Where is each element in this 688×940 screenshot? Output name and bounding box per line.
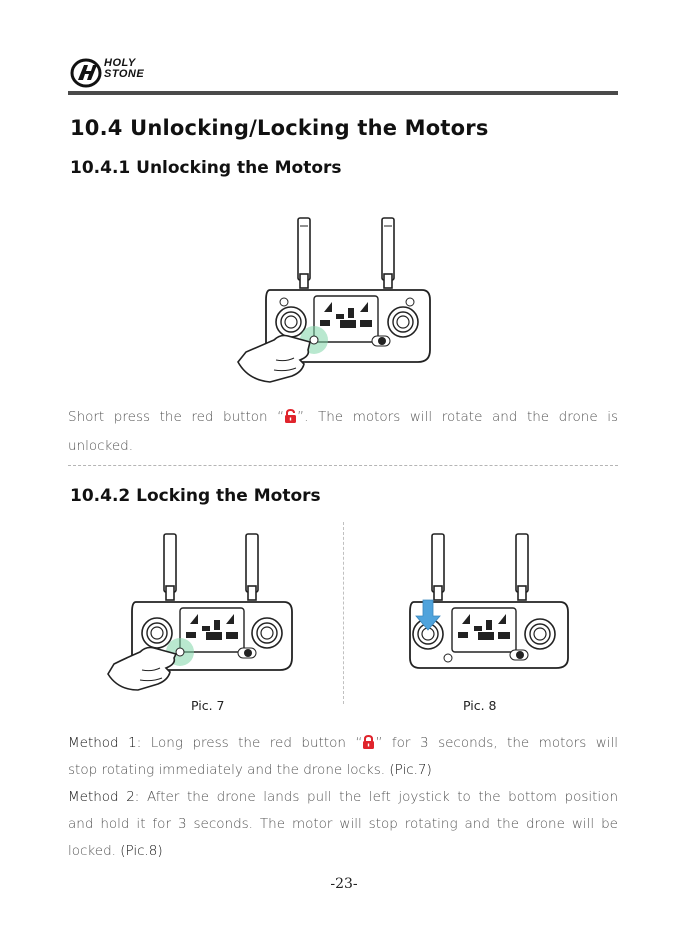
down-arrow-icon [415, 599, 441, 631]
holy-stone-logo-icon [70, 58, 102, 88]
section-heading-unlocking: 10.4.1 Unlocking the Motors [70, 158, 342, 178]
caption-pic8: Pic. 8 [463, 698, 497, 713]
header-rule [68, 91, 618, 95]
caption-pic7: Pic. 7 [191, 698, 225, 713]
controller-unlock-illustration [237, 217, 431, 383]
controller-pic8-illustration [409, 533, 569, 669]
logo-wordmark: HOLY STONE [104, 57, 145, 80]
section-heading-locking: 10.4.2 Locking the Motors [70, 486, 321, 506]
page-title: 10.4 Unlocking/Locking the Motors [70, 116, 489, 140]
lock-methods: Method 1: Long press the red button “” f… [68, 735, 619, 859]
method1-reference: (Pic.7) [389, 762, 432, 778]
figure-separator [343, 522, 344, 704]
red-lock-icon [363, 735, 375, 749]
page-number: -23- [330, 876, 358, 892]
unlock-instruction: Short press the red button “”. The motor… [68, 409, 618, 454]
method2-label: Method 2: [68, 789, 140, 805]
section-divider [68, 465, 618, 466]
method2-reference: (Pic.8) [120, 843, 163, 859]
controller-pic7-illustration [107, 533, 293, 691]
method1-label: Method 1: [68, 735, 142, 751]
red-unlock-icon [285, 409, 297, 423]
